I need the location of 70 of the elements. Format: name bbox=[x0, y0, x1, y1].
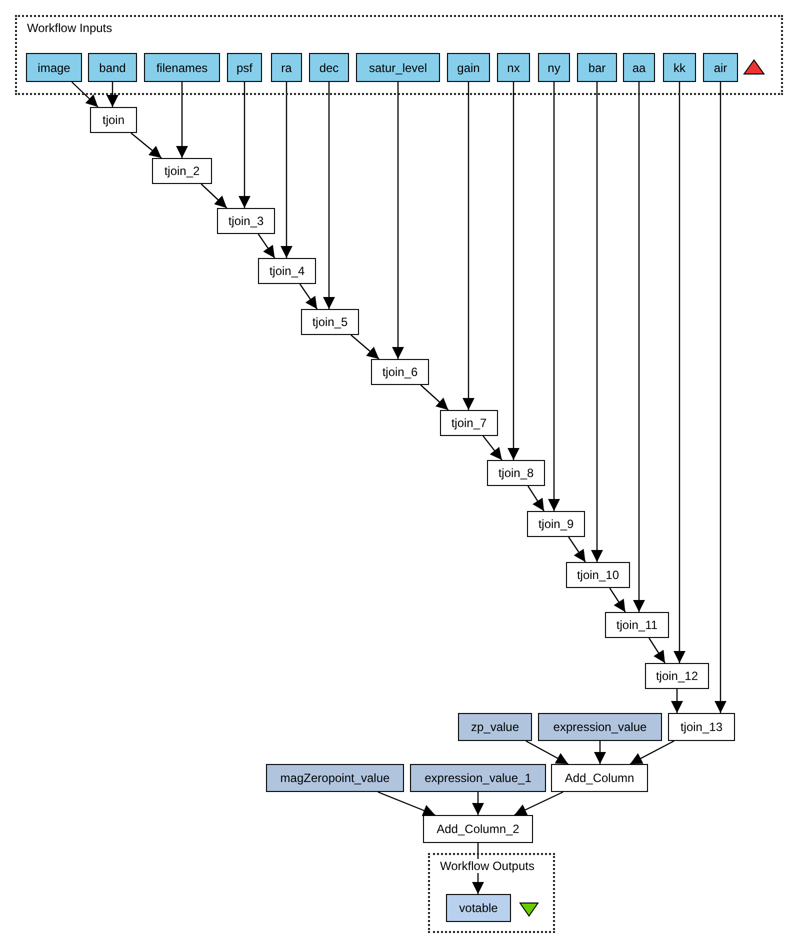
process-box: Add_Column_2 bbox=[423, 815, 533, 843]
input-port-box: kk bbox=[663, 53, 696, 82]
process-box: Add_Column bbox=[551, 764, 648, 792]
arrow bbox=[280, 82, 292, 258]
constant-box: zp_value bbox=[458, 713, 532, 741]
arrow bbox=[674, 82, 686, 663]
input-port-box: dec bbox=[309, 53, 349, 82]
arrow bbox=[714, 82, 726, 713]
input-port-box: ra bbox=[271, 53, 302, 82]
arrow bbox=[508, 82, 520, 460]
arrow bbox=[106, 82, 118, 107]
arrow bbox=[568, 536, 586, 562]
arrow bbox=[71, 82, 98, 108]
arrow bbox=[591, 82, 603, 562]
input-port-box: image bbox=[26, 53, 82, 82]
arrow bbox=[633, 82, 645, 612]
process-box: tjoin_3 bbox=[217, 208, 275, 234]
input-port-box: nx bbox=[497, 53, 530, 82]
arrow bbox=[594, 741, 606, 764]
arrow bbox=[299, 284, 318, 310]
process-box: tjoin_13 bbox=[668, 713, 735, 741]
arrow bbox=[462, 82, 474, 410]
process-box: tjoin_4 bbox=[258, 258, 316, 284]
arrow bbox=[200, 184, 228, 208]
arrow bbox=[420, 384, 449, 410]
input-port-box: gain bbox=[447, 53, 490, 82]
input-port-box: ny bbox=[538, 53, 570, 82]
arrow bbox=[258, 234, 276, 258]
process-box: tjoin_9 bbox=[527, 511, 585, 537]
group-panel bbox=[428, 853, 555, 933]
output-port-box: votable bbox=[446, 894, 511, 922]
arrow bbox=[648, 638, 666, 664]
group-panel bbox=[15, 15, 783, 95]
input-port-box: psf bbox=[227, 53, 262, 82]
group-title: Workflow Outputs bbox=[439, 859, 536, 873]
process-box: tjoin_5 bbox=[301, 309, 359, 335]
process-box: tjoin_8 bbox=[487, 460, 545, 486]
input-port-box: aa bbox=[623, 53, 655, 82]
arrow bbox=[671, 689, 683, 713]
arrow bbox=[609, 588, 626, 612]
process-box: tjoin_2 bbox=[152, 158, 212, 184]
process-box: tjoin_10 bbox=[566, 562, 630, 588]
process-box: tjoin_7 bbox=[440, 410, 498, 436]
arrow bbox=[176, 82, 188, 158]
arrow bbox=[526, 740, 568, 765]
arrow bbox=[392, 82, 404, 359]
constant-box: expression_value bbox=[538, 713, 662, 741]
process-box: tjoin_12 bbox=[645, 663, 709, 689]
input-port-box: satur_level bbox=[356, 53, 440, 82]
input-port-box: air bbox=[703, 53, 738, 82]
arrow bbox=[548, 82, 560, 511]
arrow bbox=[323, 82, 335, 309]
arrow bbox=[528, 486, 544, 512]
input-port-box: band bbox=[88, 53, 137, 82]
input-port-box: filenames bbox=[144, 53, 220, 82]
arrow bbox=[630, 740, 674, 765]
constant-box: expression_value_1 bbox=[410, 764, 546, 792]
arrow bbox=[378, 791, 436, 816]
arrow bbox=[472, 792, 484, 815]
process-box: tjoin_11 bbox=[605, 612, 669, 638]
group-title: Workflow Inputs bbox=[26, 21, 114, 35]
constant-box: magZeropoint_value bbox=[266, 764, 404, 792]
arrow bbox=[238, 82, 250, 208]
process-box: tjoin bbox=[90, 107, 137, 133]
arrow bbox=[482, 436, 502, 460]
arrow bbox=[350, 334, 380, 360]
input-port-box: bar bbox=[577, 53, 617, 82]
arrow bbox=[130, 132, 162, 158]
arrow bbox=[514, 791, 564, 816]
process-box: tjoin_6 bbox=[371, 359, 429, 385]
